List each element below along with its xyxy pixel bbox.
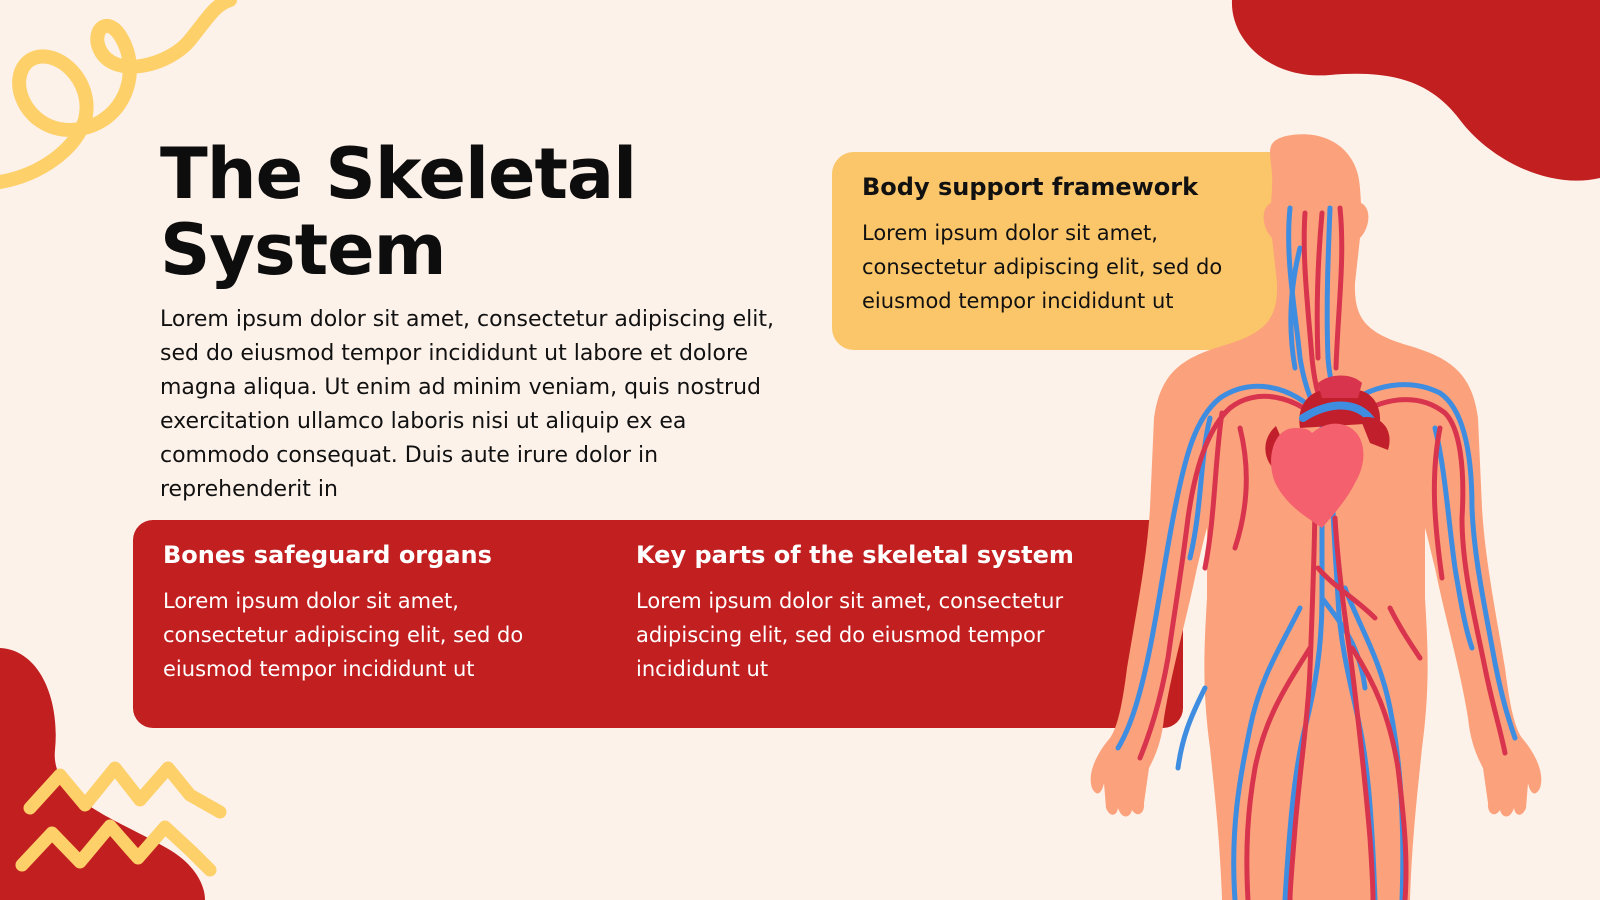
body-support-title: Body support framework [862,173,1199,201]
parts-text: Lorem ipsum dolor sit amet, consectetur … [636,589,1064,681]
organs-column: Bones safeguard organs Lorem ipsum dolor… [163,540,583,686]
title-line-2: System [160,209,447,291]
body-support-text: Lorem ipsum dolor sit amet, consectetur … [862,221,1223,313]
info-banner: Bones safeguard organs Lorem ipsum dolor… [133,520,1183,728]
heart-icon [1265,375,1390,528]
arteries [1137,205,1508,900]
yellow-zigzag-shape-1 [23,761,227,819]
slide-title: The Skeletal System [160,136,800,288]
red-blob-top-right [1231,0,1600,181]
human-circulatory-system-illustration [1090,134,1542,900]
parts-title: Key parts of the skeletal system [636,541,1074,569]
yellow-zigzag-shape-2 [15,819,217,877]
title-line-1: The Skeletal [160,133,637,215]
organs-title: Bones safeguard organs [163,541,492,569]
organs-text: Lorem ipsum dolor sit amet, consectetur … [163,589,524,681]
intro-paragraph: Lorem ipsum dolor sit amet, consectetur … [160,307,774,502]
yellow-squiggle-shape [0,0,237,189]
body-support-card: Body support framework Lorem ipsum dolor… [832,152,1302,350]
parts-column: Key parts of the skeletal system Lorem i… [636,540,1106,686]
